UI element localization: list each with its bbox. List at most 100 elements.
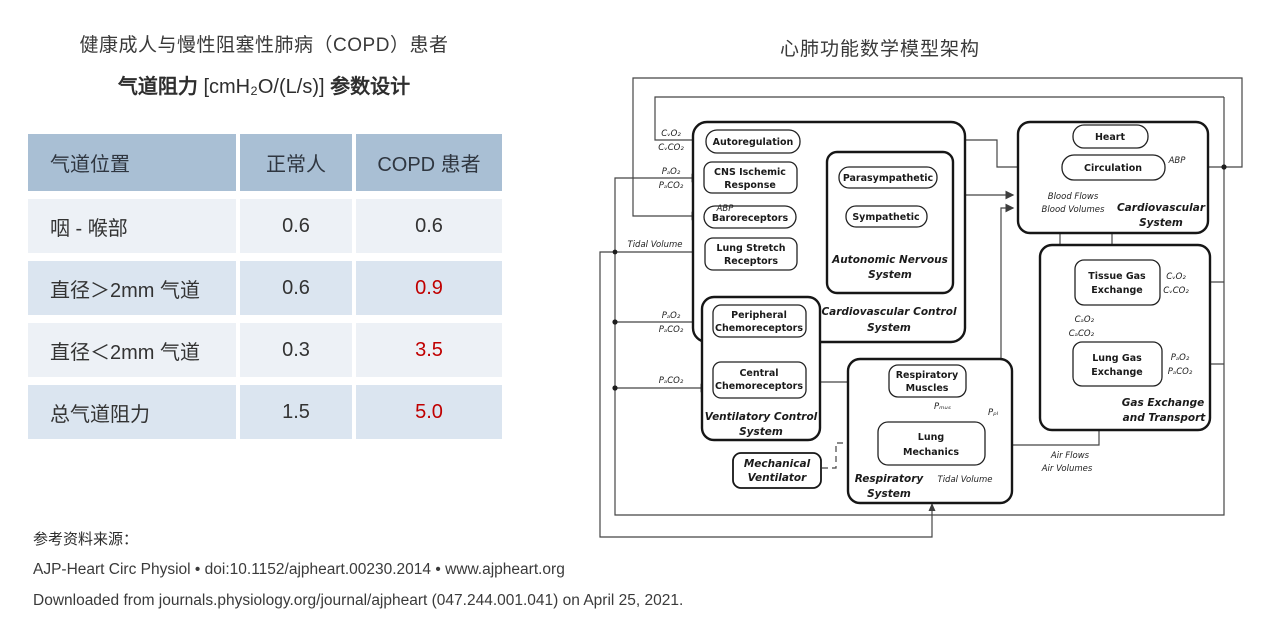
get-label-2: and Transport bbox=[1123, 412, 1207, 424]
airway-resistance-table: 气道位置 正常人 COPD 患者 咽 - 喉部 0.6 0.6 直径＞2mm 气… bbox=[28, 134, 502, 447]
lung-stretch-receptors-box bbox=[704, 237, 798, 271]
tge-label-2: Exchange bbox=[1091, 285, 1142, 296]
lung-gas-exchange-box bbox=[1072, 341, 1163, 387]
vcs-label-1: Ventilatory Control bbox=[705, 411, 818, 423]
lung-mechanics-box bbox=[877, 421, 986, 466]
peripheral-chemoreceptors-box bbox=[712, 304, 807, 338]
sympathetic-label: Sympathetic bbox=[852, 212, 919, 223]
ans-label-2: System bbox=[868, 269, 912, 281]
abp-input-label: ABP bbox=[716, 204, 735, 214]
row-label: 咽 - 喉部 bbox=[28, 199, 236, 253]
parasympathetic-label: Parasympathetic bbox=[843, 173, 933, 184]
tidal-volume-input-label: Tidal Volume bbox=[628, 240, 683, 250]
cvo2-input-label: CᵥO₂ bbox=[661, 129, 681, 139]
left-panel-title: 健康成人与慢性阻塞性肺病（COPD）患者 bbox=[79, 35, 449, 56]
subtitle-unit: [cmH₂O/(L/s)] bbox=[197, 76, 331, 98]
lge-label-1: Lung Gas bbox=[1092, 353, 1142, 364]
row-label: 直径＜2mm 气道 bbox=[28, 323, 236, 377]
heart-box bbox=[1072, 124, 1149, 149]
circulation-label: Circulation bbox=[1084, 163, 1142, 174]
row-copd-value: 0.6 bbox=[356, 199, 502, 253]
subtitle-bold-1: 气道阻力 bbox=[117, 76, 198, 98]
air-volumes-label: Air Volumes bbox=[1041, 464, 1093, 474]
cvcs-label-1: Cardiovascular Control bbox=[821, 306, 957, 318]
row-copd-value: 5.0 bbox=[356, 385, 502, 439]
cao2-label: CₐO₂ bbox=[1075, 315, 1095, 325]
cvo2-output-label: CᵥO₂ bbox=[1166, 272, 1186, 282]
lung-mechanics-label-1: Lung bbox=[918, 432, 944, 443]
cvco2-input-label: CᵥCO₂ bbox=[658, 143, 684, 153]
paco2-chemo-label: PₐCO₂ bbox=[659, 325, 684, 335]
lsr-label-2: Receptors bbox=[724, 256, 778, 267]
lung-mechanics-label-2: Mechanics bbox=[903, 447, 959, 458]
reference-source-label: 参考资料来源： bbox=[33, 531, 139, 548]
ppl-label: Pₚₗ bbox=[988, 408, 999, 418]
respiratory-muscles-box bbox=[888, 364, 967, 398]
peripheral-label-2: Chemoreceptors bbox=[715, 323, 803, 334]
cns-ischemic-response-box bbox=[703, 161, 798, 194]
autoregulation-label: Autoregulation bbox=[713, 137, 794, 148]
pao2-chemo-label: PₐO₂ bbox=[662, 311, 681, 321]
cv-label-2: System bbox=[1139, 217, 1183, 229]
row-copd-value: 0.9 bbox=[356, 261, 502, 315]
row-normal-value: 0.6 bbox=[240, 199, 352, 253]
baroreceptors-label: Baroreceptors bbox=[712, 213, 789, 224]
lge-label-2: Exchange bbox=[1091, 367, 1142, 378]
mech-ventilator-label-2: Ventilator bbox=[748, 472, 807, 484]
get-label-1: Gas Exchange bbox=[1122, 397, 1204, 409]
air-flows-label: Air Flows bbox=[1050, 451, 1090, 461]
cns-label-1: CNS Ischemic bbox=[714, 167, 786, 178]
paco2-output-label: PₐCO₂ bbox=[1168, 367, 1193, 377]
mechanical-ventilator-box bbox=[732, 452, 822, 489]
vcs-label-2: System bbox=[739, 426, 783, 438]
blood-volumes-label: Blood Volumes bbox=[1042, 205, 1105, 215]
baroreceptors-box bbox=[703, 205, 797, 229]
peripheral-label-1: Peripheral bbox=[731, 310, 787, 321]
ans-label-1: Autonomic Nervous bbox=[831, 254, 948, 266]
rs-label-2: System bbox=[867, 488, 911, 500]
row-normal-value: 1.5 bbox=[240, 385, 352, 439]
table-header-row: 气道位置 正常人 COPD 患者 bbox=[28, 134, 502, 191]
diagram-title: 心肺功能数学模型架构 bbox=[779, 39, 980, 60]
central-chemoreceptors-box bbox=[712, 361, 807, 399]
col-header-location: 气道位置 bbox=[28, 134, 236, 191]
sympathetic-box bbox=[845, 205, 928, 228]
row-label: 直径＞2mm 气道 bbox=[28, 261, 236, 315]
mech-ventilator-label-1: Mechanical bbox=[744, 458, 811, 470]
parasympathetic-box bbox=[838, 166, 938, 189]
pao2-input-label: PₐO₂ bbox=[662, 167, 681, 177]
resp-muscles-label-2: Muscles bbox=[906, 383, 949, 394]
caco2-label: CₐCO₂ bbox=[1069, 329, 1095, 339]
cns-label-2: Response bbox=[724, 180, 776, 191]
tissue-gas-exchange-box bbox=[1074, 259, 1161, 306]
table-row: 直径＜2mm 气道 0.3 3.5 bbox=[28, 323, 502, 377]
col-header-normal: 正常人 bbox=[240, 134, 352, 191]
heart-label: Heart bbox=[1095, 132, 1125, 143]
tidal-volume-output-label: Tidal Volume bbox=[938, 475, 993, 485]
tge-label-1: Tissue Gas bbox=[1088, 271, 1146, 282]
row-normal-value: 0.6 bbox=[240, 261, 352, 315]
row-copd-value: 3.5 bbox=[356, 323, 502, 377]
citation-line: AJP-Heart Circ Physiol • doi:10.1152/ajp… bbox=[33, 561, 565, 578]
col-header-copd: COPD 患者 bbox=[356, 134, 502, 191]
pmus-label: Pₘᵤₛ bbox=[934, 402, 951, 412]
table-row: 咽 - 喉部 0.6 0.6 bbox=[28, 199, 502, 253]
cvco2-output-label: CᵥCO₂ bbox=[1163, 286, 1189, 296]
lsr-label-1: Lung Stretch bbox=[716, 243, 785, 254]
cvcs-label-2: System bbox=[867, 322, 911, 334]
table-row: 总气道阻力 1.5 5.0 bbox=[28, 385, 502, 439]
paco2-central-label: PₐCO₂ bbox=[659, 376, 684, 386]
circulation-box bbox=[1061, 154, 1166, 181]
left-panel-subtitle: 气道阻力 [cmH₂O/(L/s)] 参数设计 bbox=[14, 70, 514, 99]
central-label-1: Central bbox=[739, 368, 778, 379]
table-row: 直径＞2mm 气道 0.6 0.9 bbox=[28, 261, 502, 315]
blood-flows-label: Blood Flows bbox=[1048, 192, 1099, 202]
central-label-2: Chemoreceptors bbox=[715, 381, 803, 392]
autoregulation-box bbox=[705, 129, 801, 154]
cv-label-1: Cardiovascular bbox=[1117, 202, 1206, 214]
row-normal-value: 0.3 bbox=[240, 323, 352, 377]
pao2-output-label: PₐO₂ bbox=[1171, 353, 1190, 363]
subtitle-bold-2: 参数设计 bbox=[330, 76, 411, 98]
abp-output-label: ABP bbox=[1168, 156, 1187, 166]
